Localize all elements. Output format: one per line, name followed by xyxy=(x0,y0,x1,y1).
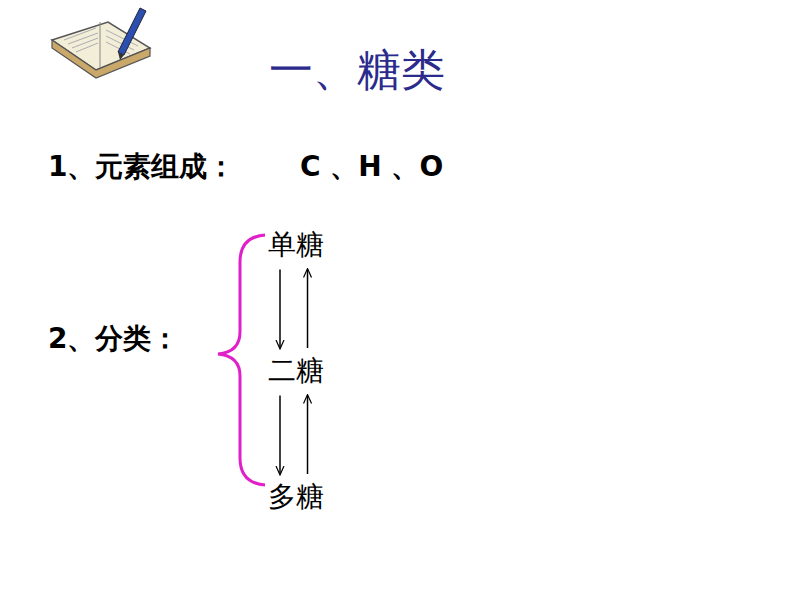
conversion-arrow xyxy=(307,396,309,474)
book-icon xyxy=(52,8,150,78)
conversion-arrow xyxy=(279,396,281,474)
outline-label: 1、元素组成： xyxy=(48,150,235,184)
sugar-category: 单糖 xyxy=(264,226,328,264)
conversion-arrow xyxy=(279,270,281,348)
category-text: 二糖 xyxy=(268,354,324,387)
category-text: 单糖 xyxy=(268,228,324,261)
outline-label: C 、H 、O xyxy=(300,150,443,184)
sugar-category: 二糖 xyxy=(264,352,328,390)
category-text: 多糖 xyxy=(268,480,324,513)
conversion-arrow xyxy=(307,270,309,348)
slide-title: 一、糖类 xyxy=(269,44,445,97)
outline-label: 2、分类： xyxy=(48,322,179,356)
sugar-category: 多糖 xyxy=(264,478,328,516)
classification-brace xyxy=(218,235,265,485)
